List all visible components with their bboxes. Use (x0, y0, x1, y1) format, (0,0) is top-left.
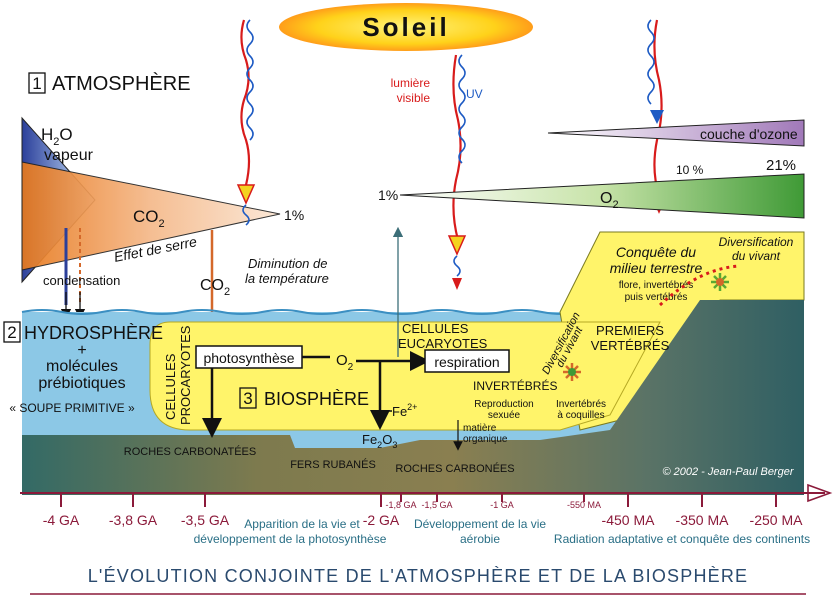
biosphere-o2-label: O2 (336, 352, 354, 373)
timeline-tick-label: -550 MA (567, 500, 601, 510)
respiration-box (424, 349, 510, 373)
ozone-label: couche d'ozone (700, 126, 798, 142)
divers-top-label-1: Diversification (719, 235, 794, 249)
procaryotes-label-2: PROCARYOTES (178, 325, 193, 425)
copyright: © 2002 - Jean-Paul Berger (662, 466, 794, 478)
flore-label-1: flore, invertébrés (619, 280, 693, 291)
dotted-red-arc (658, 264, 741, 307)
hydrosphere-plus: + (77, 342, 86, 359)
hydrosphere-title: HYDROSPHÈRE (24, 323, 163, 343)
timeline-tick-label: -350 MA (676, 512, 730, 528)
eucaryotes-label-1: CELLULES (402, 321, 469, 336)
h2o-label: H2O (41, 125, 73, 148)
roches-carbonees: ROCHES CARBONÉES (395, 462, 514, 475)
timeline-tick-label: -450 MA (602, 512, 656, 528)
divers-top-label-2: du vivant (732, 249, 781, 263)
biosphere-number: 3 (243, 389, 252, 408)
o2-start-label: 1% (378, 187, 398, 203)
biosphere-number-box (239, 387, 257, 409)
hydrosphere-number: 2 (7, 323, 16, 342)
o2-wedge (399, 173, 805, 219)
visible-label: visible (397, 91, 431, 105)
hydrosphere-number-box (3, 321, 21, 343)
timeline-tick-label: -1 GA (490, 500, 514, 510)
fe2o3-label: Fe2O3 (362, 432, 397, 450)
event2-line1: Développement de la vie (414, 517, 546, 531)
co2-wedge-label: CO2 (133, 207, 165, 230)
co2-wedge (21, 161, 281, 271)
timeline-tick-label: -250 MA (750, 512, 804, 528)
flower-icon (563, 363, 581, 381)
biosphere-title: BIOSPHÈRE (264, 389, 369, 409)
fers-rubanes: FERS RUBANÉS (290, 458, 376, 471)
conquete-label-1: Conquête du (616, 244, 696, 260)
timeline-tick-label: -3,5 GA (181, 512, 230, 528)
hydrosphere-line1: molécules (46, 358, 118, 375)
event2-line2: aérobie (460, 532, 500, 546)
condensation-label: condensation (43, 273, 120, 288)
uv-label: UV (466, 87, 483, 101)
sun-ray-2 (447, 54, 467, 290)
hydrosphere-line2: prébiotiques (38, 375, 125, 392)
flower-icon (711, 273, 729, 291)
vapeur-label: vapeur (44, 147, 94, 164)
event1-line1: Apparition de la vie et (244, 517, 360, 531)
matiere-label-2: organique (463, 434, 508, 445)
atmosphere-number: 1 (32, 74, 41, 93)
sun-ellipse (279, 3, 533, 51)
reproduction-label-2: sexuée (488, 410, 521, 421)
matiere-label-1: matière (463, 423, 497, 434)
fe-label: Fe2+ (392, 402, 417, 419)
atmosphere-title: ATMOSPHÈRE (52, 72, 191, 95)
soupe-primitive: « SOUPE PRIMITIVE » (9, 401, 135, 415)
respiration-label: respiration (434, 354, 499, 370)
procaryotes-label-1: CELLULES (163, 353, 178, 420)
timeline-tick-label: -1,5 GA (421, 500, 452, 510)
ozone-wedge (547, 119, 805, 147)
eucaryotes-label-2: EUCARYOTES (398, 336, 488, 351)
premiers-label-2: VERTÉBRÉS (591, 338, 670, 353)
invert-coquilles-2: à coquilles (557, 410, 604, 421)
timeline-ticks: -4 GA -3,8 GA -3,5 GA -2 GA -1,8 GA -1,5 GA -1… (43, 493, 803, 528)
timeline-tick-label: -3,8 GA (109, 512, 158, 528)
timeline-tick-label: -2 GA (363, 512, 400, 528)
rock-layer (22, 300, 804, 495)
sun-ray-1 (236, 19, 256, 226)
footer-title: L'ÉVOLUTION CONJOINTE DE L'ATMOSPHÈRE ET… (88, 566, 749, 586)
photosynthese-label: photosynthèse (203, 350, 294, 366)
atmosphere-number-box (28, 72, 46, 94)
sun-label: Soleil (362, 12, 449, 42)
event1-line2: développement de la photosynthèse (194, 532, 387, 546)
o2-wedge-label: O2 (600, 190, 619, 211)
roches-carbonatees: ROCHES CARBONATÉES (124, 445, 256, 458)
event3-label: Radiation adaptative et conquête des con… (554, 532, 810, 546)
flore-label-2: puis vertébrés (625, 292, 688, 303)
timeline-arrowhead (807, 483, 833, 503)
o2-twentyone-percent: 21% (766, 157, 796, 174)
co2-down-label: CO2 (200, 277, 230, 298)
o2-ten-percent: 10 % (676, 163, 704, 177)
reproduction-label-1: Reproduction (474, 399, 533, 410)
timeline-tick-label: -4 GA (43, 512, 80, 528)
invert-coquilles-1: Invertébrés (556, 399, 606, 410)
timeline-tick-label: -1,8 GA (385, 500, 416, 510)
lumiere-label: lumière (391, 76, 431, 90)
co2-endpoint-label: 1% (284, 207, 304, 223)
conquete-label-2: milieu terrestre (610, 260, 703, 276)
premiers-label-1: PREMIERS (596, 323, 664, 338)
invertebres-label: INVERTÉBRÉS (473, 378, 557, 393)
